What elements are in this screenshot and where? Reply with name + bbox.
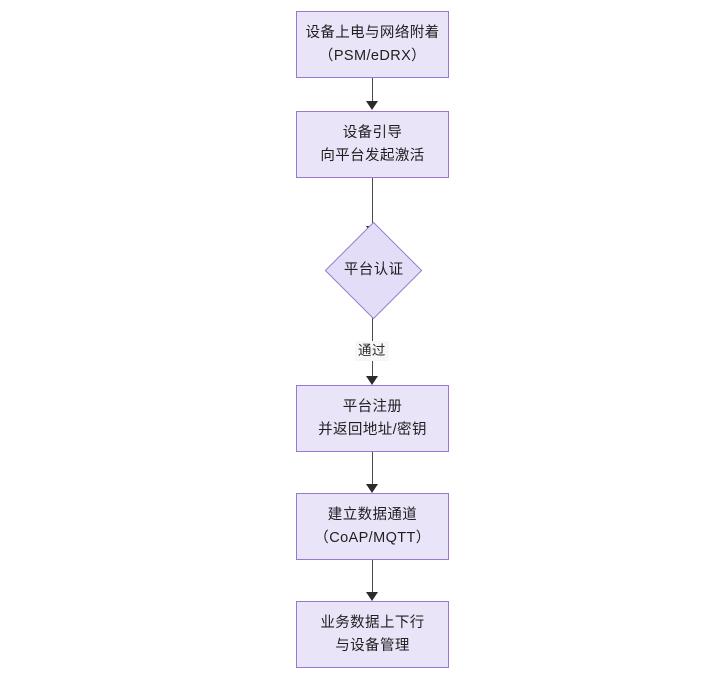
flow-node-channel-line1: 建立数据通道 [327, 506, 418, 523]
arrowhead-icon [366, 101, 378, 110]
connector-poweron-to-bootstrap [372, 78, 373, 103]
flow-node-bootstrap[interactable]: 设备引导 向平台发起激活 [296, 111, 449, 178]
flow-node-business[interactable]: 业务数据上下行 与设备管理 [296, 601, 449, 668]
arrowhead-icon [366, 592, 378, 601]
flow-node-channel[interactable]: 建立数据通道 （CoAP/MQTT） [296, 493, 449, 560]
arrowhead-icon [366, 484, 378, 493]
connector-register-to-channel [372, 452, 373, 485]
connector-channel-to-business [372, 560, 373, 593]
flow-node-poweron-line1: 设备上电与网络附着 [305, 24, 440, 41]
flow-node-poweron[interactable]: 设备上电与网络附着 （PSM/eDRX） [296, 11, 449, 78]
flow-node-register[interactable]: 平台注册 并返回地址/密钥 [296, 385, 449, 452]
flow-node-bootstrap-line2: 向平台发起激活 [320, 147, 425, 164]
flow-node-poweron-line2: （PSM/eDRX） [318, 47, 427, 64]
edge-label-pass: 通过 [355, 341, 389, 361]
arrowhead-icon [366, 376, 378, 385]
flow-node-business-line2: 与设备管理 [335, 637, 410, 654]
flow-node-register-line1: 平台注册 [342, 398, 403, 415]
connector-bootstrap-to-auth [372, 178, 373, 228]
flow-node-auth-label: 平台认证 [343, 261, 404, 278]
flow-node-channel-line2: （CoAP/MQTT） [314, 529, 431, 546]
flow-node-business-line1: 业务数据上下行 [320, 614, 425, 631]
flow-node-register-line2: 并返回地址/密钥 [318, 421, 427, 438]
flow-node-auth-decision[interactable]: 平台认证 [324, 221, 423, 320]
flow-node-bootstrap-line1: 设备引导 [342, 124, 403, 141]
